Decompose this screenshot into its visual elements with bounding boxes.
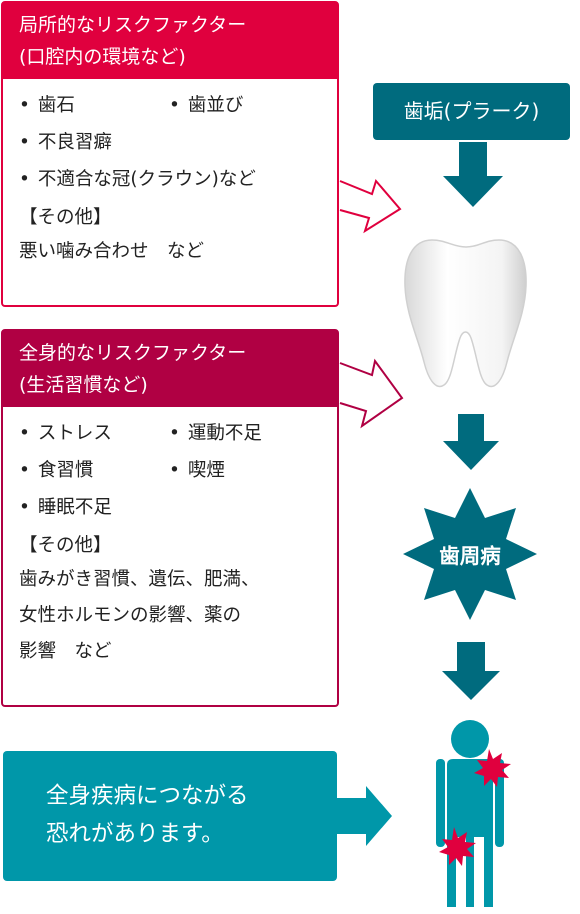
- pain-burst-icon: [474, 749, 511, 787]
- tooth-icon: [404, 239, 527, 388]
- local-risk-subtitle: (口腔内の環境など): [19, 46, 186, 68]
- list-item: 運動不足: [169, 415, 323, 452]
- list-item: 不適合な冠(クラウン)など: [19, 161, 323, 198]
- list-item: 食習慣: [19, 452, 169, 489]
- conclusion-line1: 全身疾病につながる: [46, 783, 249, 809]
- systemic-risk-box: 全身的なリスクファクター (生活習慣など) ストレス 運動不足 食習慣 喫煙 睡…: [1, 329, 339, 707]
- systemic-risk-list: ストレス 運動不足 食習慣 喫煙 睡眠不足: [19, 415, 323, 526]
- tooth-down-arrow: [443, 414, 499, 470]
- list-item: ストレス: [19, 415, 169, 452]
- systemic-other-text-line1: 歯みがき習慣、遺伝、肥満、: [19, 569, 260, 590]
- local-risk-box: 局所的なリスクファクター (口腔内の環境など) 歯石 歯並び 不良習癖 不適合な…: [1, 1, 339, 307]
- systemic-other-text-line3: 影響 など: [19, 641, 112, 662]
- list-item: 歯石: [19, 87, 169, 124]
- disease-down-arrow: [442, 642, 500, 700]
- systemic-risk-title: 全身的なリスクファクター: [19, 342, 247, 364]
- local-risk-list: 歯石 歯並び 不良習癖 不適合な冠(クラウン)など: [19, 87, 323, 198]
- plaque-label: 歯垢(プラーク): [373, 83, 570, 140]
- pain-burst-icon: [439, 827, 476, 866]
- conclusion-arrow: [336, 786, 392, 846]
- conclusion-line2: 恐れがあります。: [46, 821, 224, 847]
- list-item: 不良習癖: [19, 124, 323, 161]
- systemic-risk-header: 全身的なリスクファクター (生活習慣など): [3, 331, 337, 407]
- local-risk-header: 局所的なリスクファクター (口腔内の環境など): [3, 3, 337, 79]
- conclusion-box: 全身疾病につながる 恐れがあります。: [3, 751, 337, 881]
- list-item: 睡眠不足: [19, 489, 323, 526]
- person-icon: [436, 720, 504, 907]
- systemic-to-tooth-arrow: [339, 358, 404, 429]
- local-other-title: 【その他】: [19, 207, 112, 228]
- disease-label: 歯周病: [439, 544, 501, 568]
- disease-burst: [403, 488, 537, 620]
- plaque-down-arrow: [443, 142, 503, 207]
- local-risk-title: 局所的なリスクファクター: [19, 14, 247, 36]
- systemic-risk-subtitle: (生活習慣など): [19, 374, 148, 396]
- systemic-other-text-line2: 女性ホルモンの影響、薬の: [19, 605, 242, 626]
- local-to-tooth-arrow: [339, 178, 402, 234]
- local-other-text: 悪い噛み合わせ など: [19, 241, 205, 262]
- list-item: 喫煙: [169, 452, 323, 489]
- list-item: 歯並び: [169, 87, 323, 124]
- systemic-other-title: 【その他】: [19, 535, 112, 556]
